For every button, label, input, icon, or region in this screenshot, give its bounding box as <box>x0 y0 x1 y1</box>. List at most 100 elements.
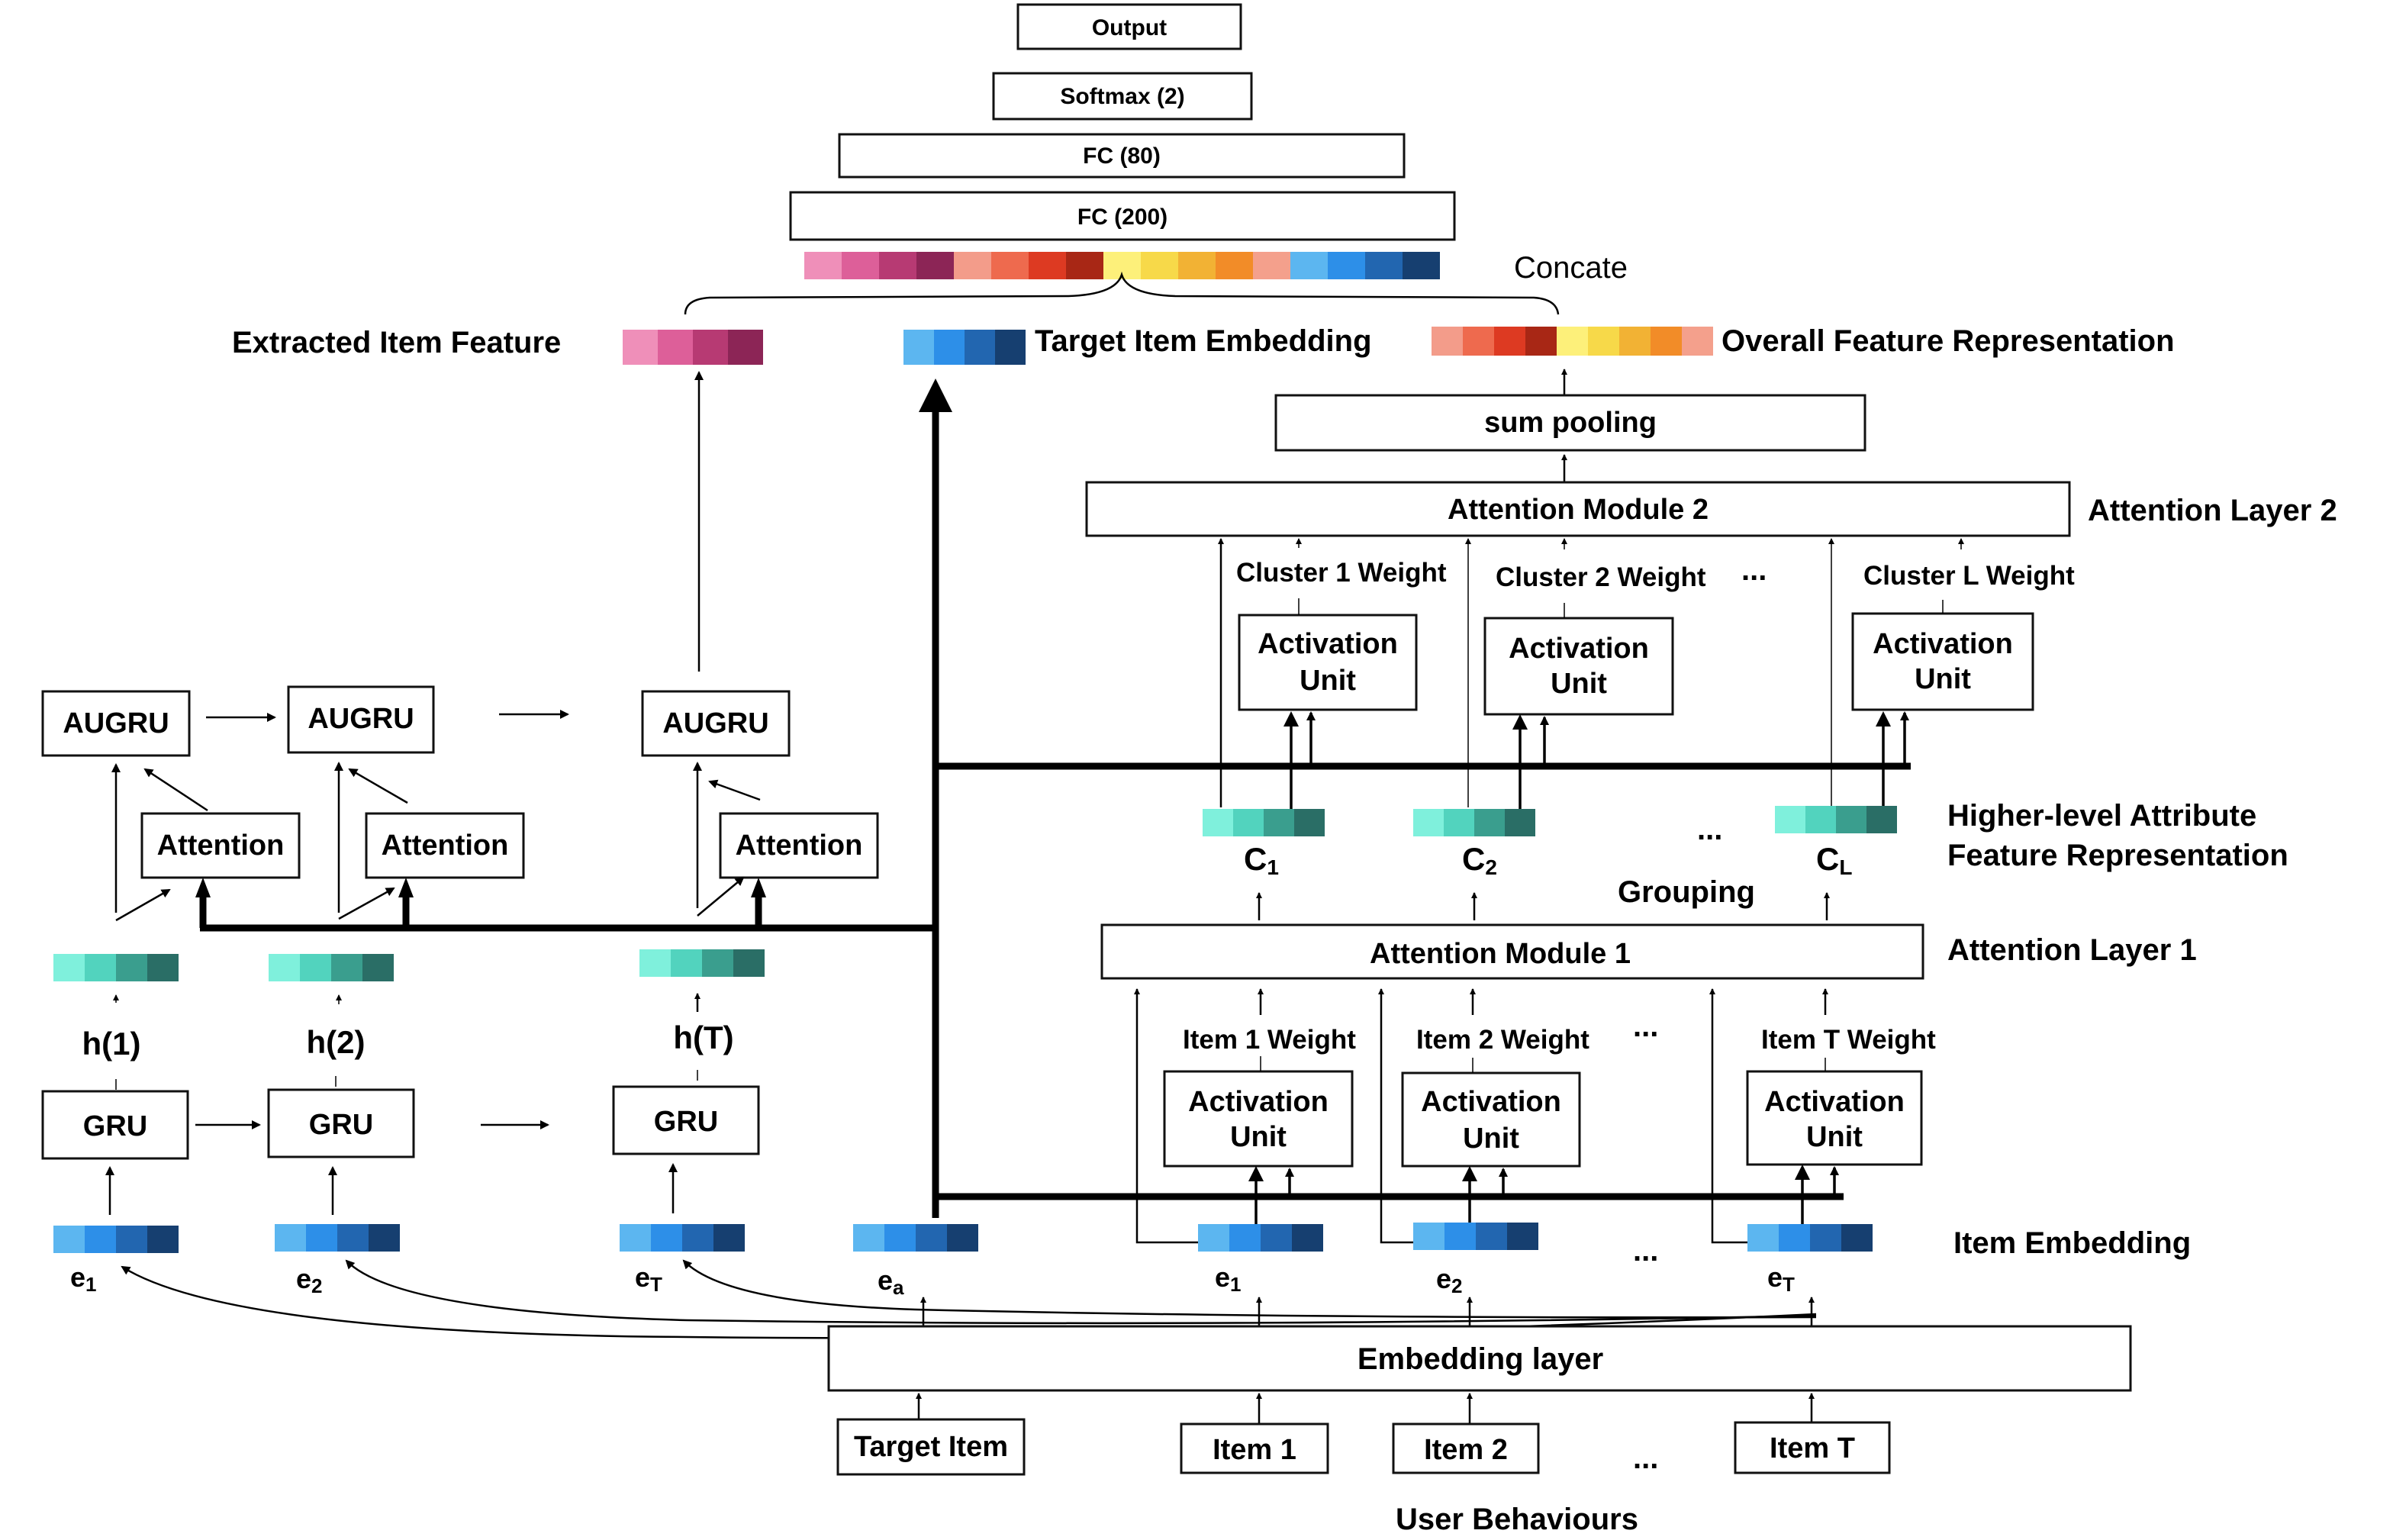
attention-module-2-label: Attention Module 2 <box>1448 494 1709 526</box>
e2-left-label: e2 <box>296 1263 323 1297</box>
activation-unit-item-1: Activation Unit <box>1163 1070 1354 1168</box>
augru-box-2: AUGRU <box>287 685 435 754</box>
item-2-box: Item 2 <box>1392 1422 1540 1474</box>
vector-segment <box>651 1224 682 1252</box>
vector-segment <box>85 1226 116 1253</box>
vector-segment <box>1141 252 1178 279</box>
vector-segment <box>934 330 965 365</box>
vector-segment <box>275 1224 306 1252</box>
vector-segment <box>1463 327 1494 356</box>
curve-embedding-to-e2 <box>345 1259 1817 1325</box>
cluster-1-vector <box>1203 809 1325 836</box>
item-embedding-eT-left <box>620 1224 745 1252</box>
arrow-attn1-to-augru1 <box>143 768 208 812</box>
item-embedding-e1-right <box>1198 1224 1323 1252</box>
grouping-label: Grouping <box>1618 875 1755 909</box>
activation-unit-label: Activation <box>1764 1086 1905 1118</box>
vector-segment <box>713 1224 745 1252</box>
activation-unit-label: Unit <box>1806 1121 1863 1153</box>
gru-box-2: GRU <box>267 1088 415 1158</box>
vector-segment <box>804 252 842 279</box>
activation-unit-cluster-l: Activation Unit <box>1851 612 2034 711</box>
vector-segment <box>1810 1224 1841 1252</box>
vector-segment <box>1229 1224 1261 1252</box>
vector-segment <box>639 949 671 977</box>
concatenated-feature-bar <box>804 252 1440 279</box>
vector-segment <box>331 954 362 981</box>
vector-segment <box>1505 809 1535 836</box>
augru-box-T: AUGRU <box>641 690 791 757</box>
c1-label: C1 <box>1244 841 1279 879</box>
vector-segment <box>369 1224 400 1252</box>
bypass-e1-to-am1 <box>1134 988 1200 1244</box>
vector-segment <box>658 330 693 365</box>
attention-label: Attention <box>382 830 509 862</box>
vector-segment <box>620 1224 651 1252</box>
h1-label: h(1) <box>82 1026 141 1062</box>
attention-label: Attention <box>157 830 285 862</box>
attention-label: Attention <box>736 830 863 862</box>
item-t-label: Item T <box>1770 1432 1855 1464</box>
gru-box-T: GRU <box>612 1085 760 1155</box>
vector-segment <box>53 1226 85 1253</box>
vector-segment <box>306 1224 337 1252</box>
attention-layer-1-label: Attention Layer 1 <box>1947 933 2197 967</box>
vector-segment <box>995 330 1026 365</box>
item-embedding-e2-left <box>275 1224 400 1252</box>
vector-segment <box>879 252 916 279</box>
attention-module-1-box: Attention Module 1 <box>1100 923 1924 980</box>
vector-segment <box>1444 809 1474 836</box>
c2-label: C2 <box>1462 841 1497 879</box>
fc80-box: FC (80) <box>838 133 1406 179</box>
vector-segment <box>1444 1223 1476 1250</box>
vector-segment <box>1525 327 1557 356</box>
activation-unit-item-2: Activation Unit <box>1401 1071 1581 1168</box>
target-item-embedding-label: Target Item Embedding <box>1035 324 1372 358</box>
concate-label: Concate <box>1514 251 1628 285</box>
augru-box-1: AUGRU <box>41 690 191 757</box>
fc200-box: FC (200) <box>789 191 1456 241</box>
target-item-label: Target Item <box>854 1431 1008 1463</box>
hT-vector <box>639 949 765 977</box>
cl-label: CL <box>1816 841 1852 879</box>
activation-unit-label: Activation <box>1421 1086 1561 1118</box>
vector-segment <box>1651 327 1682 356</box>
bypass-e2-to-am1 <box>1378 988 1415 1244</box>
vector-segment <box>1413 1223 1444 1250</box>
vector-segment <box>947 1224 978 1252</box>
vector-segment <box>884 1224 916 1252</box>
vector-segment <box>147 954 179 981</box>
vector-segment <box>1365 252 1403 279</box>
item-embedding-e2-right <box>1413 1223 1538 1250</box>
ea-label: ea <box>878 1265 904 1299</box>
vector-segment <box>903 330 934 365</box>
h1-vector <box>53 954 179 981</box>
attention-box-2: Attention <box>365 812 525 879</box>
ellipsis-items-top: ... <box>1633 1010 1658 1043</box>
vector-segment <box>682 1224 713 1252</box>
activation-unit-label: Unit <box>1915 663 1971 695</box>
vector-segment <box>1066 252 1103 279</box>
vector-segment <box>1290 252 1328 279</box>
activation-unit-label: Activation <box>1188 1086 1329 1118</box>
vector-segment <box>1619 327 1651 356</box>
attention-module-1-label: Attention Module 1 <box>1370 938 1631 970</box>
embedding-layer-label: Embedding layer <box>1358 1342 1603 1376</box>
item-2-weight-label: Item 2 Weight <box>1416 1025 1589 1055</box>
item-t-weight-label: Item T Weight <box>1761 1025 1936 1055</box>
concat-brace <box>684 271 1560 315</box>
cluster-1-weight-label: Cluster 1 Weight <box>1236 558 1447 588</box>
vector-segment <box>1866 806 1897 833</box>
vector-segment <box>300 954 331 981</box>
higher-level-label-line1: Higher-level Attribute <box>1947 799 2256 833</box>
higher-level-label-line2: Feature Representation <box>1947 839 2288 872</box>
gru-label: GRU <box>83 1110 147 1142</box>
eT-left-label: eT <box>635 1261 662 1296</box>
extracted-item-feature-label: Extracted Item Feature <box>232 326 561 359</box>
vector-segment <box>916 252 954 279</box>
ellipsis-inputs: ... <box>1633 1442 1658 1475</box>
ellipsis-clusters-top: ... <box>1741 553 1767 587</box>
arrowhead <box>195 878 211 897</box>
vector-segment <box>269 954 300 981</box>
vector-segment <box>1779 1224 1810 1252</box>
